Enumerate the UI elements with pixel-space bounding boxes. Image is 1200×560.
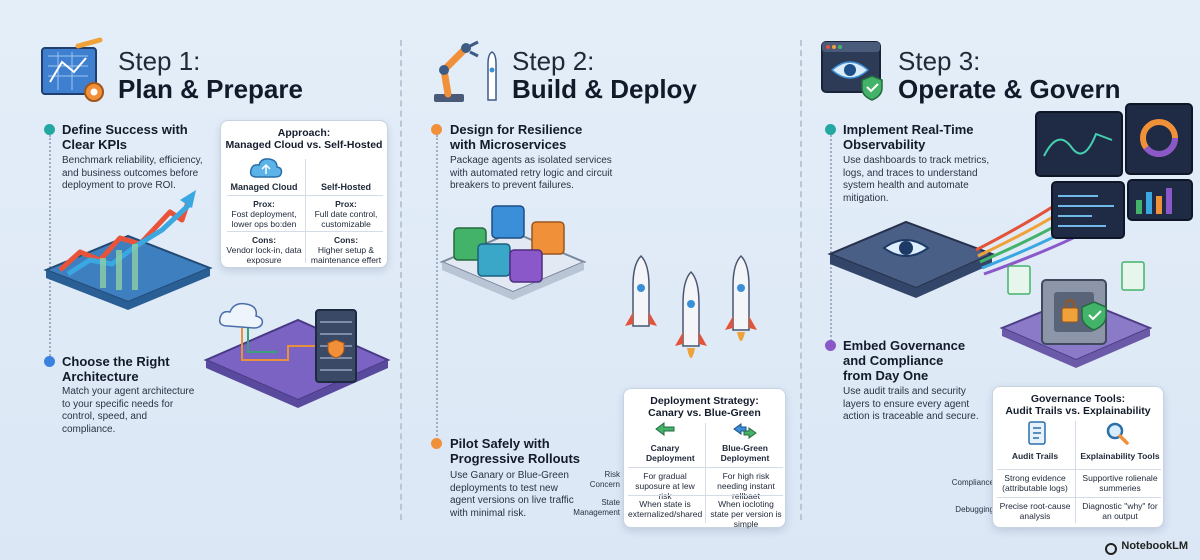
section-microservices-title: Design for Resilience with Microservices [450, 122, 583, 152]
debugging-row-label: Debugging [955, 505, 994, 514]
approach-card-rule-2 [227, 231, 383, 232]
step-1-label: Step 1: [118, 46, 201, 76]
approach-card-title-line2: Managed Cloud vs. Self-Hosted [225, 139, 383, 151]
canary-state-cell: When state is externalized/shared [628, 499, 703, 519]
managed-cloud-cons: Vendor lock-in, data exposure [226, 245, 302, 265]
self-hosted-pros-label: Prox: [335, 199, 357, 209]
step-2-title: Build & Deploy [512, 74, 697, 104]
canary-risk-cell: For gradual suposure at lew risk [635, 471, 695, 501]
explainability-tools-heading: Explainability Tools [1080, 451, 1160, 461]
section-microservices-body: Package agents as isolated services with… [450, 155, 613, 191]
step-2-timeline [436, 135, 438, 440]
section-rollouts-title: Pilot Safely with Progressive Rollouts [450, 436, 581, 466]
monitor-eye-shield-icon [821, 41, 883, 101]
step-3-label: Step 3: [898, 46, 981, 76]
managed-cloud-cons-label: Cons: [251, 235, 277, 245]
audit-compliance-cell: Strong evidence (attributable logs) [1002, 473, 1068, 493]
risk-concern-row-label: Risk Concern [589, 470, 620, 489]
self-hosted-pros: Full date control, customizable [314, 209, 378, 229]
section-5-dot [825, 124, 836, 135]
canary-arrows-icon [655, 422, 675, 436]
deployment-card-title-line1: Deployment Strategy: [650, 395, 759, 407]
approach-comparison-card: Approach: Managed Cloud vs. Self-Hosted … [220, 120, 388, 268]
governance-card-rule-2 [997, 497, 1161, 498]
column-divider-1 [400, 40, 402, 520]
section-governance-title: Embed Governance and Compliance from Day… [843, 338, 966, 383]
compliance-row-label: Compliance [951, 478, 994, 487]
blueprint-icon [41, 37, 104, 102]
magnifier-icon [1106, 422, 1129, 445]
section-kpis-title: Define Success with Clear KPIs [62, 122, 188, 152]
deployment-card-divider [705, 423, 706, 523]
step-1-timeline [49, 135, 51, 360]
blue-green-heading: Blue-Green Deployment [720, 443, 770, 463]
explainability-debugging-cell: Diagnostic "why" for an output [1082, 501, 1158, 521]
section-architecture-body: Match your agent architecture to your sp… [62, 386, 195, 435]
kpi-growth-chart-illustration [43, 190, 213, 310]
audit-notebook-icon [1028, 421, 1046, 445]
governance-tools-card: Governance Tools: Audit Trails vs. Expla… [992, 386, 1164, 528]
section-architecture-title: Choose the Right Architecture [62, 354, 170, 384]
observability-dashboards-illustration [827, 103, 1193, 298]
blue-green-state-cell: When iocloting state per version is simp… [710, 499, 782, 529]
governance-card-divider [1075, 421, 1076, 523]
blue-green-arrows-icon [733, 423, 757, 439]
section-2-dot [44, 356, 55, 367]
self-hosted-cons: Higher setup & maintenance effert [310, 245, 382, 265]
blue-green-risk-cell: For high risk needing instant rellbaet [717, 471, 775, 501]
self-hosted-cons-label: Cons: [333, 235, 359, 245]
governance-card-title-line1: Governance Tools: [1030, 393, 1126, 405]
step-3-title: Operate & Govern [898, 74, 1121, 104]
managed-cloud-heading: Managed Cloud [230, 182, 298, 192]
audit-trails-heading: Audit Trails [1011, 451, 1059, 461]
deployment-card-title-line2: Canary vs. Blue-Green [648, 407, 761, 419]
approach-card-rule-1 [227, 195, 383, 196]
section-kpis-body: Benchmark reliability, efficiency, and b… [62, 155, 203, 191]
cloud-server-architecture-illustration [203, 302, 391, 408]
managed-cloud-pros-label: Prox: [253, 199, 275, 209]
deployment-card-rule-2 [628, 495, 783, 496]
section-rollouts-body: Use Ganary or Blue-Green deployments to … [450, 470, 574, 519]
section-observability-body: Use dashboards to track metrics, logs, a… [843, 155, 990, 204]
cloud-icon [249, 158, 283, 178]
microservice-cubes-illustration [439, 205, 587, 300]
deployment-strategy-card: Deployment Strategy: Canary vs. Blue-Gre… [623, 388, 786, 529]
explainability-compliance-cell: Supportive rolienale summeries [1082, 473, 1158, 493]
approach-card-divider [305, 159, 306, 263]
step-3-timeline [830, 135, 832, 345]
robot-arm-icon [434, 40, 497, 102]
step-1-title: Plan & Prepare [118, 74, 303, 104]
section-observability-title: Implement Real-Time Observability [843, 122, 974, 152]
section-1-dot [44, 124, 55, 135]
governance-vault-illustration [999, 261, 1153, 368]
section-4-dot [431, 438, 442, 449]
deployment-card-rule-1 [628, 467, 783, 468]
section-governance-body: Use audit trails and security layers to … [843, 386, 979, 422]
section-3-dot [431, 124, 442, 135]
canary-heading: Canary Deployment [646, 443, 695, 463]
approach-card-title-line1: Approach: [277, 127, 331, 139]
brand-label: NotebookLM [1121, 540, 1188, 552]
notebooklm-logo-icon [1105, 543, 1117, 555]
rocket-launch-illustration [625, 254, 757, 358]
step-2-label: Step 2: [512, 46, 595, 76]
state-management-row-label: State Management [573, 498, 620, 517]
governance-card-title-line2: Audit Trails vs. Explainability [1005, 405, 1151, 417]
governance-card-rule-1 [997, 469, 1161, 470]
managed-cloud-pros: Fost deployment, lower ops bo:den [231, 209, 297, 229]
audit-debugging-cell: Precise root-cause analysis [999, 501, 1071, 521]
self-hosted-heading: Self-Hosted [320, 182, 371, 192]
column-divider-2 [800, 40, 802, 520]
section-6-dot [825, 340, 836, 351]
